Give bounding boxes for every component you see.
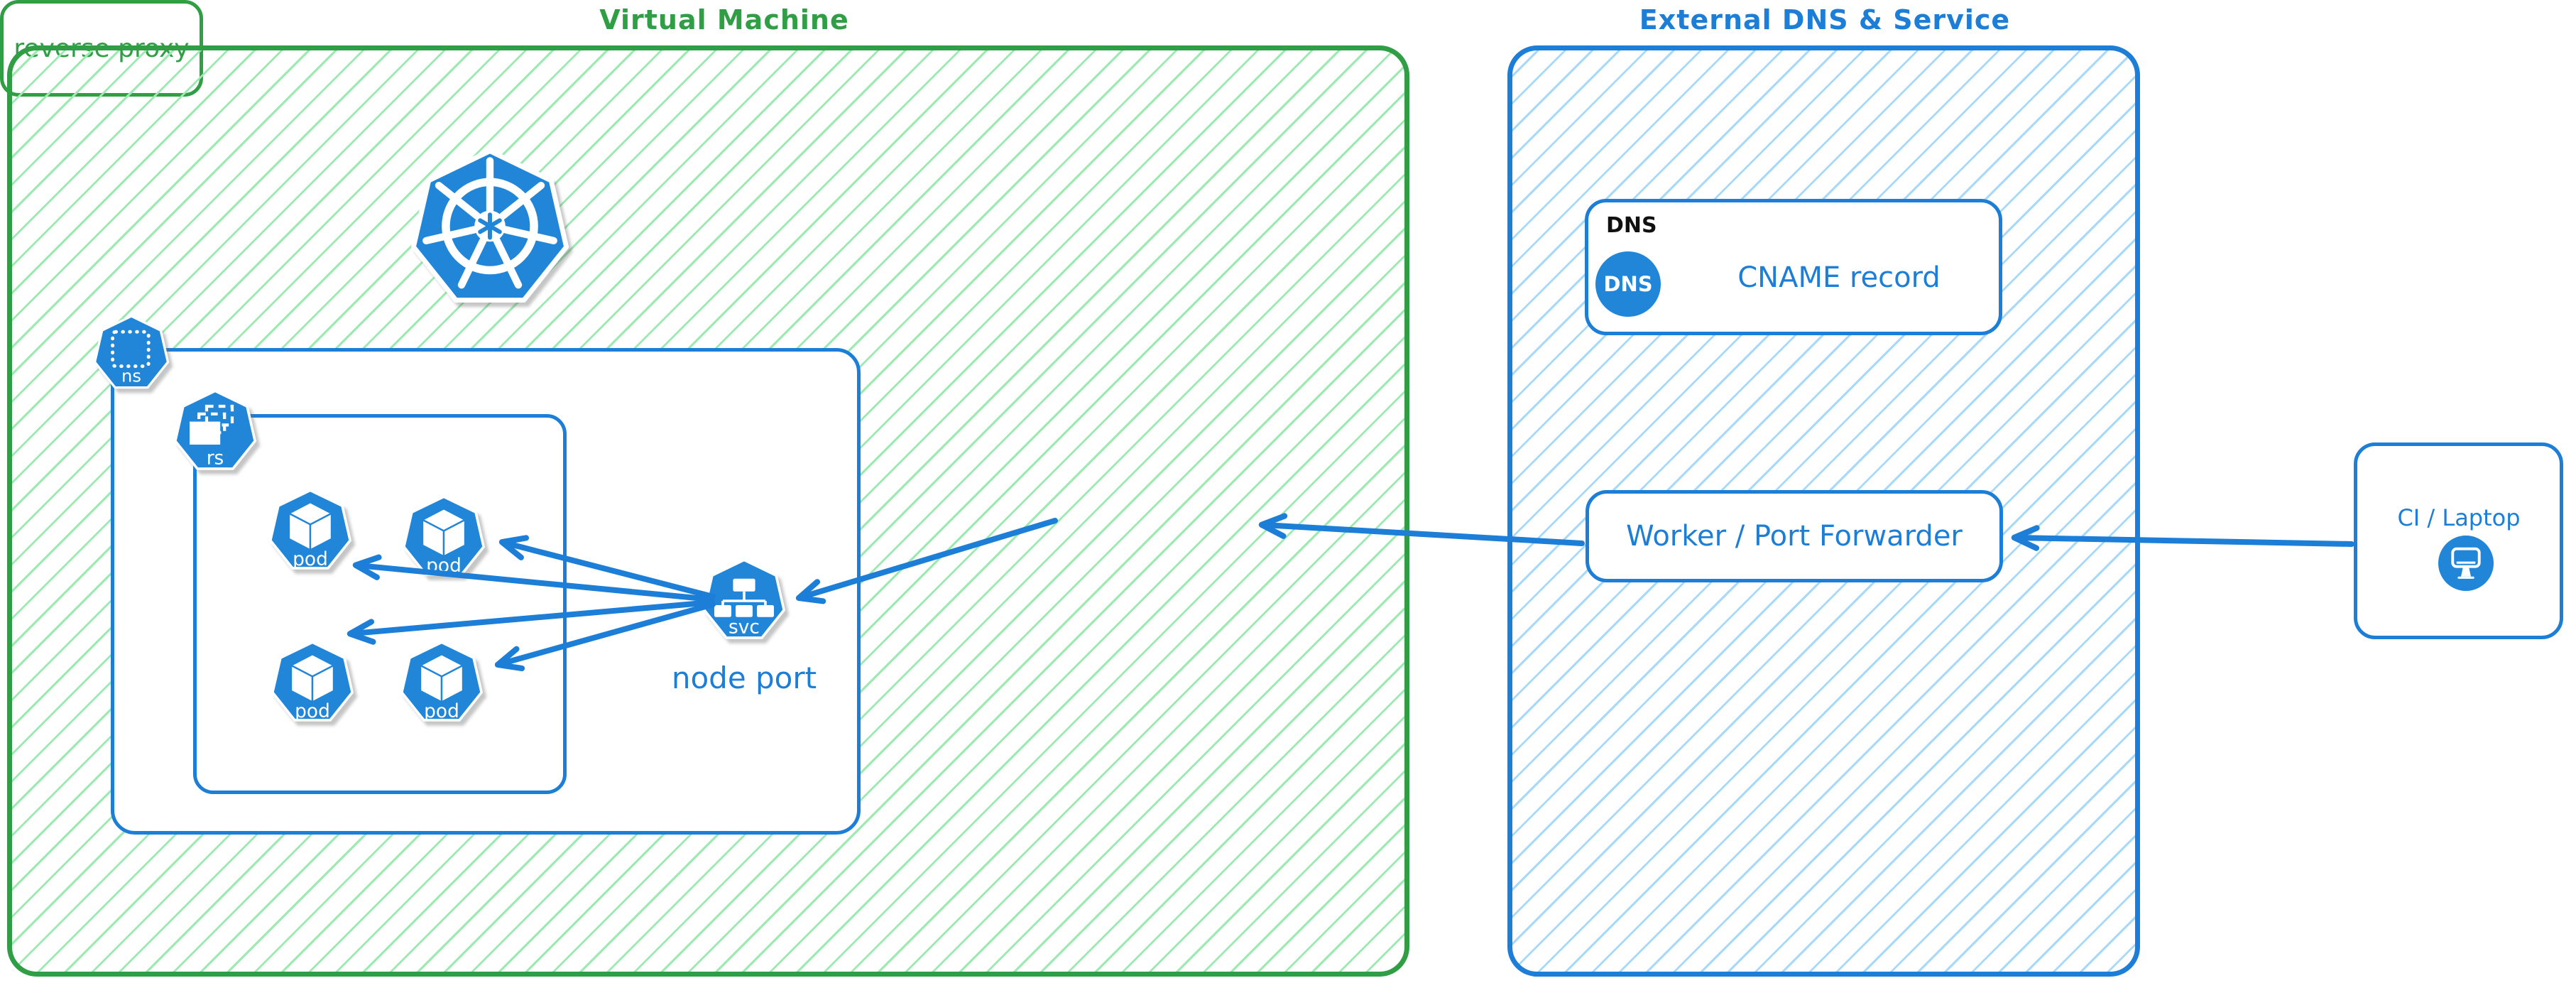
pod-icon: pod [401, 495, 486, 580]
namespace-icon: ns [92, 315, 170, 393]
pod-icon: pod [399, 641, 484, 726]
dns-badge-icon: DNS [1595, 251, 1661, 317]
ns-label: ns [121, 366, 141, 386]
pod-icon: pod [270, 641, 355, 726]
external-group-title: External DNS & Service [1639, 4, 2011, 36]
kubernetes-logo-icon [408, 148, 572, 311]
svc-label: svc [728, 617, 760, 639]
rs-label: rs [207, 447, 224, 469]
pod-label: pod [293, 548, 328, 570]
monitor-icon [2438, 536, 2494, 591]
node-port-caption: node port [671, 661, 817, 695]
service-icon: svc [702, 558, 787, 643]
replicaset-icon: rs [173, 389, 258, 474]
dns-tag-label: DNS [1606, 213, 1657, 238]
pod-label: pod [295, 700, 330, 722]
dns-badge-label: DNS [1603, 272, 1653, 296]
pod-label: pod [424, 700, 459, 722]
worker-label: Worker / Port Forwarder [1626, 520, 1963, 553]
worker-box: Worker / Port Forwarder [1586, 490, 2003, 582]
pod-label: pod [426, 555, 462, 577]
cname-record-label: CNAME record [1737, 261, 1941, 294]
vm-group-title: Virtual Machine [599, 4, 849, 36]
ci-laptop-label: CI / Laptop [2397, 504, 2521, 531]
pod-icon: pod [268, 489, 353, 574]
